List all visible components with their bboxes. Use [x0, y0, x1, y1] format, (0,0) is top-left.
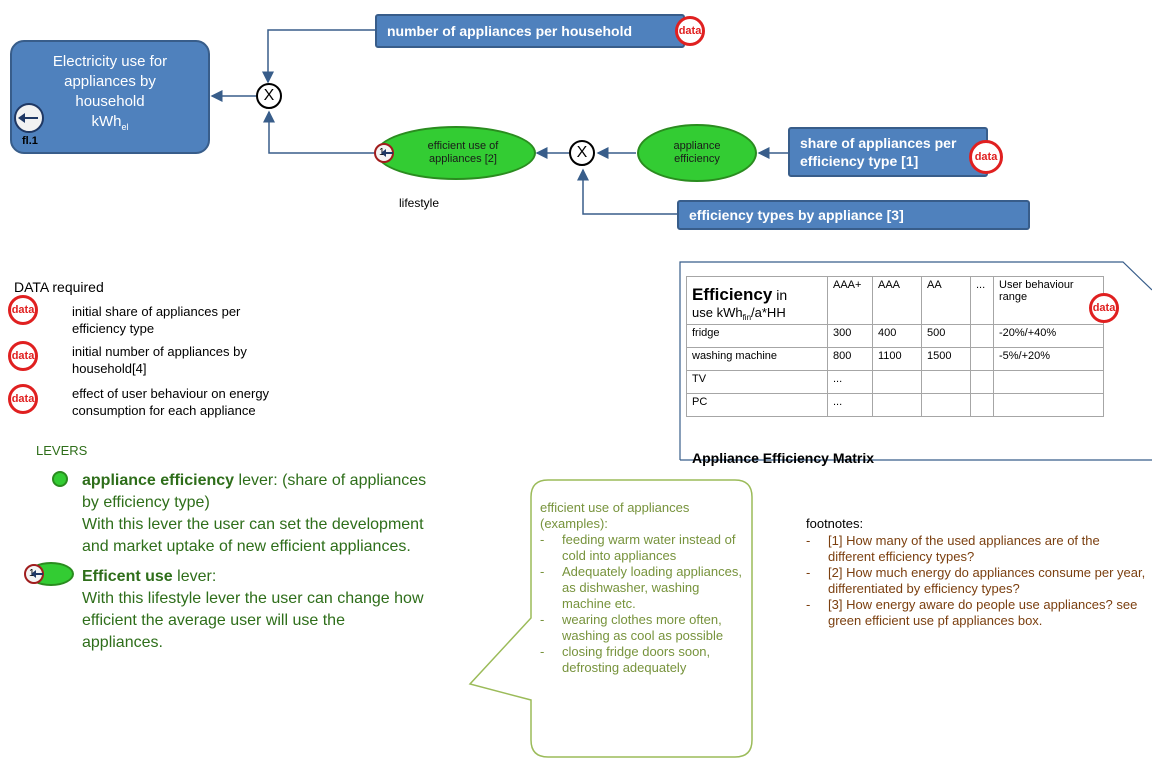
efficiency-types-label: efficiency types by appliance [3]	[689, 207, 904, 223]
data-badge-item-2: data	[8, 341, 38, 371]
list-item: wearing clothes more often, washing as c…	[540, 612, 745, 644]
callout-title-2: (examples):	[540, 516, 608, 531]
data-badge-item-1: data	[8, 295, 38, 325]
list-item: closing fridge doors soon, defrosting ad…	[540, 644, 745, 676]
list-item: [2] How much energy do appliances consum…	[806, 565, 1150, 597]
footnotes-heading: footnotes:	[806, 516, 864, 531]
appliance-efficiency-lever[interactable]: appliance efficiency	[637, 124, 757, 182]
connector-types-to-mult2	[577, 168, 677, 215]
footnotes: footnotes: [1] How many of the used appl…	[806, 516, 1150, 629]
share-box-line2: efficiency type [1]	[800, 153, 919, 169]
table-row: PC...	[686, 393, 1104, 418]
matrix-header-3: AA	[921, 275, 971, 326]
appliance-efficiency-line1: appliance	[673, 140, 721, 152]
list-item: Adequately loading appliances, as dishwa…	[540, 564, 745, 612]
lever-one-badge: 1	[24, 564, 44, 584]
multiply-node-lower: X	[569, 140, 595, 166]
lever2-text: Efficent use lever: With this lifestyle …	[82, 568, 424, 651]
appliances-per-household-label: number of appliances per household	[387, 23, 633, 39]
efficient-use-line1: efficient use of	[427, 140, 499, 152]
lever1-text: appliance efficiency lever: (share of ap…	[82, 472, 427, 555]
data-badge-matrix: data	[1089, 293, 1119, 323]
data-required-heading: DATA required	[14, 279, 104, 295]
share-of-appliances-box[interactable]: share of appliances per efficiency type …	[788, 127, 988, 177]
matrix-header-5: User behaviour range	[993, 275, 1104, 326]
list-item: feeding warm water instead of cold into …	[540, 532, 745, 564]
main-box-line3: household	[75, 93, 145, 110]
efficient-use-examples: efficient use of appliances (examples): …	[540, 500, 745, 676]
matrix-caption: Appliance Efficiency Matrix	[692, 450, 875, 466]
electricity-use-box[interactable]: Electricity use for appliances by househ…	[10, 40, 210, 154]
efficiency-matrix: Efficiency in use kWhfin/a*HH AAA+ AAA A…	[686, 275, 1104, 418]
appliances-per-household-box[interactable]: number of appliances per household	[375, 14, 685, 48]
main-box-unit: kWhel	[91, 113, 129, 132]
matrix-title-cell: Efficiency in use kWhfin/a*HH	[686, 275, 828, 326]
share-box-line1: share of appliances per	[800, 135, 957, 151]
efficient-use-badge: 1	[374, 143, 394, 163]
efficient-use-line2: appliances [2]	[429, 153, 497, 165]
data-badge-share: data	[969, 140, 1003, 174]
connector-use-to-mult	[263, 110, 375, 154]
lifestyle-label: lifestyle	[399, 196, 440, 210]
matrix-header-1: AAA+	[827, 275, 873, 326]
list-item: [3] How energy aware do people use appli…	[806, 597, 1150, 629]
table-row: TV...	[686, 370, 1104, 395]
fl1-tag: fl.1	[22, 135, 38, 147]
appliance-efficiency-lever-icon	[52, 471, 68, 487]
efficiency-types-box[interactable]: efficiency types by appliance [3]	[677, 200, 1030, 230]
matrix-frame	[679, 261, 1152, 460]
efficient-use-lever[interactable]: efficient use of appliances [2]	[376, 126, 536, 180]
main-box-line2: appliances by	[64, 73, 156, 90]
connector-count-to-mult	[262, 29, 375, 84]
appliance-efficiency-line2: efficiency	[674, 153, 720, 165]
levers-heading: LEVERS	[36, 443, 88, 458]
matrix-header-2: AAA	[872, 275, 922, 326]
data-badge-item-3: data	[8, 384, 38, 414]
callout-title-1: efficient use of appliances	[540, 500, 690, 515]
data-badge-appliances: data	[675, 16, 705, 46]
fl1-icon[interactable]	[14, 103, 44, 133]
multiply-node-top: X	[256, 83, 282, 109]
matrix-header-4: ...	[970, 275, 994, 326]
main-box-line1: Electricity use for	[52, 53, 168, 70]
list-item: [1] How many of the used appliances are …	[806, 533, 1150, 565]
